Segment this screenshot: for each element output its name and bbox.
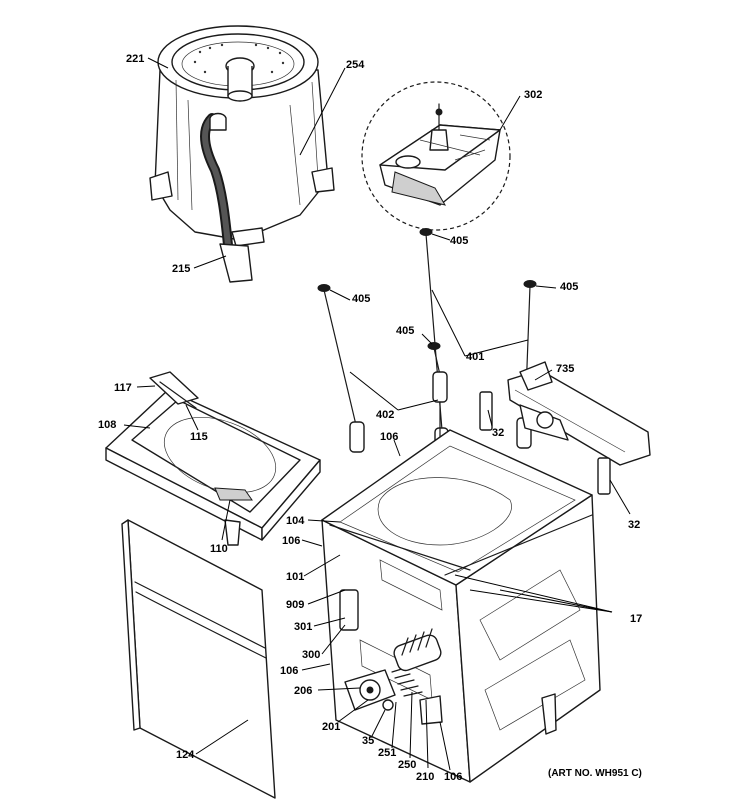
callout-110: 110 [210,543,228,555]
cabinet [321,429,601,783]
callout-201: 201 [322,721,340,733]
callout-115: 115 [190,431,208,443]
callout-251: 251 [378,747,396,759]
callout-735: 735 [556,363,574,375]
motor-pump-assembly [339,589,443,725]
callout-106-top: 106 [380,431,398,443]
callout-206: 206 [294,685,312,697]
callout-210: 210 [416,771,434,783]
art-number: (ART NO. WH951 C) [548,768,642,779]
callout-250: 250 [398,759,416,771]
callout-101: 101 [286,571,304,583]
callout-106-bottom: 106 [444,771,462,783]
callout-215: 215 [172,263,190,275]
front-panel [121,519,276,799]
callout-106-mid: 106 [280,665,298,677]
callout-301: 301 [294,621,312,633]
wash-tub [149,25,335,247]
leader-lines [123,57,631,771]
drain-hose [200,112,253,283]
callout-405-middle: 405 [396,325,414,337]
callout-401: 401 [466,351,484,363]
callout-32-upper: 32 [492,427,504,439]
callout-221: 221 [126,53,144,65]
callout-106-left: 106 [282,535,300,547]
callout-405-right: 405 [560,281,578,293]
top-cover [105,371,321,546]
callout-254: 254 [346,59,365,71]
callout-300: 300 [302,649,320,661]
callout-17: 17 [630,613,642,625]
callout-909: 909 [286,599,304,611]
callout-32-lower: 32 [628,519,640,531]
callout-117: 117 [114,382,132,394]
callout-405-top: 405 [450,235,468,247]
callout-35: 35 [362,735,374,747]
callout-104: 104 [286,515,305,527]
transmission-assembly [361,81,511,231]
callout-402: 402 [376,409,394,421]
callout-labels: 221 254 215 302 405 405 405 405 401 402 … [98,53,642,783]
callout-405-left: 405 [352,293,370,305]
callout-108: 108 [98,419,116,431]
callout-124: 124 [176,749,195,761]
rear-bracket [479,361,651,495]
callout-302: 302 [524,89,542,101]
